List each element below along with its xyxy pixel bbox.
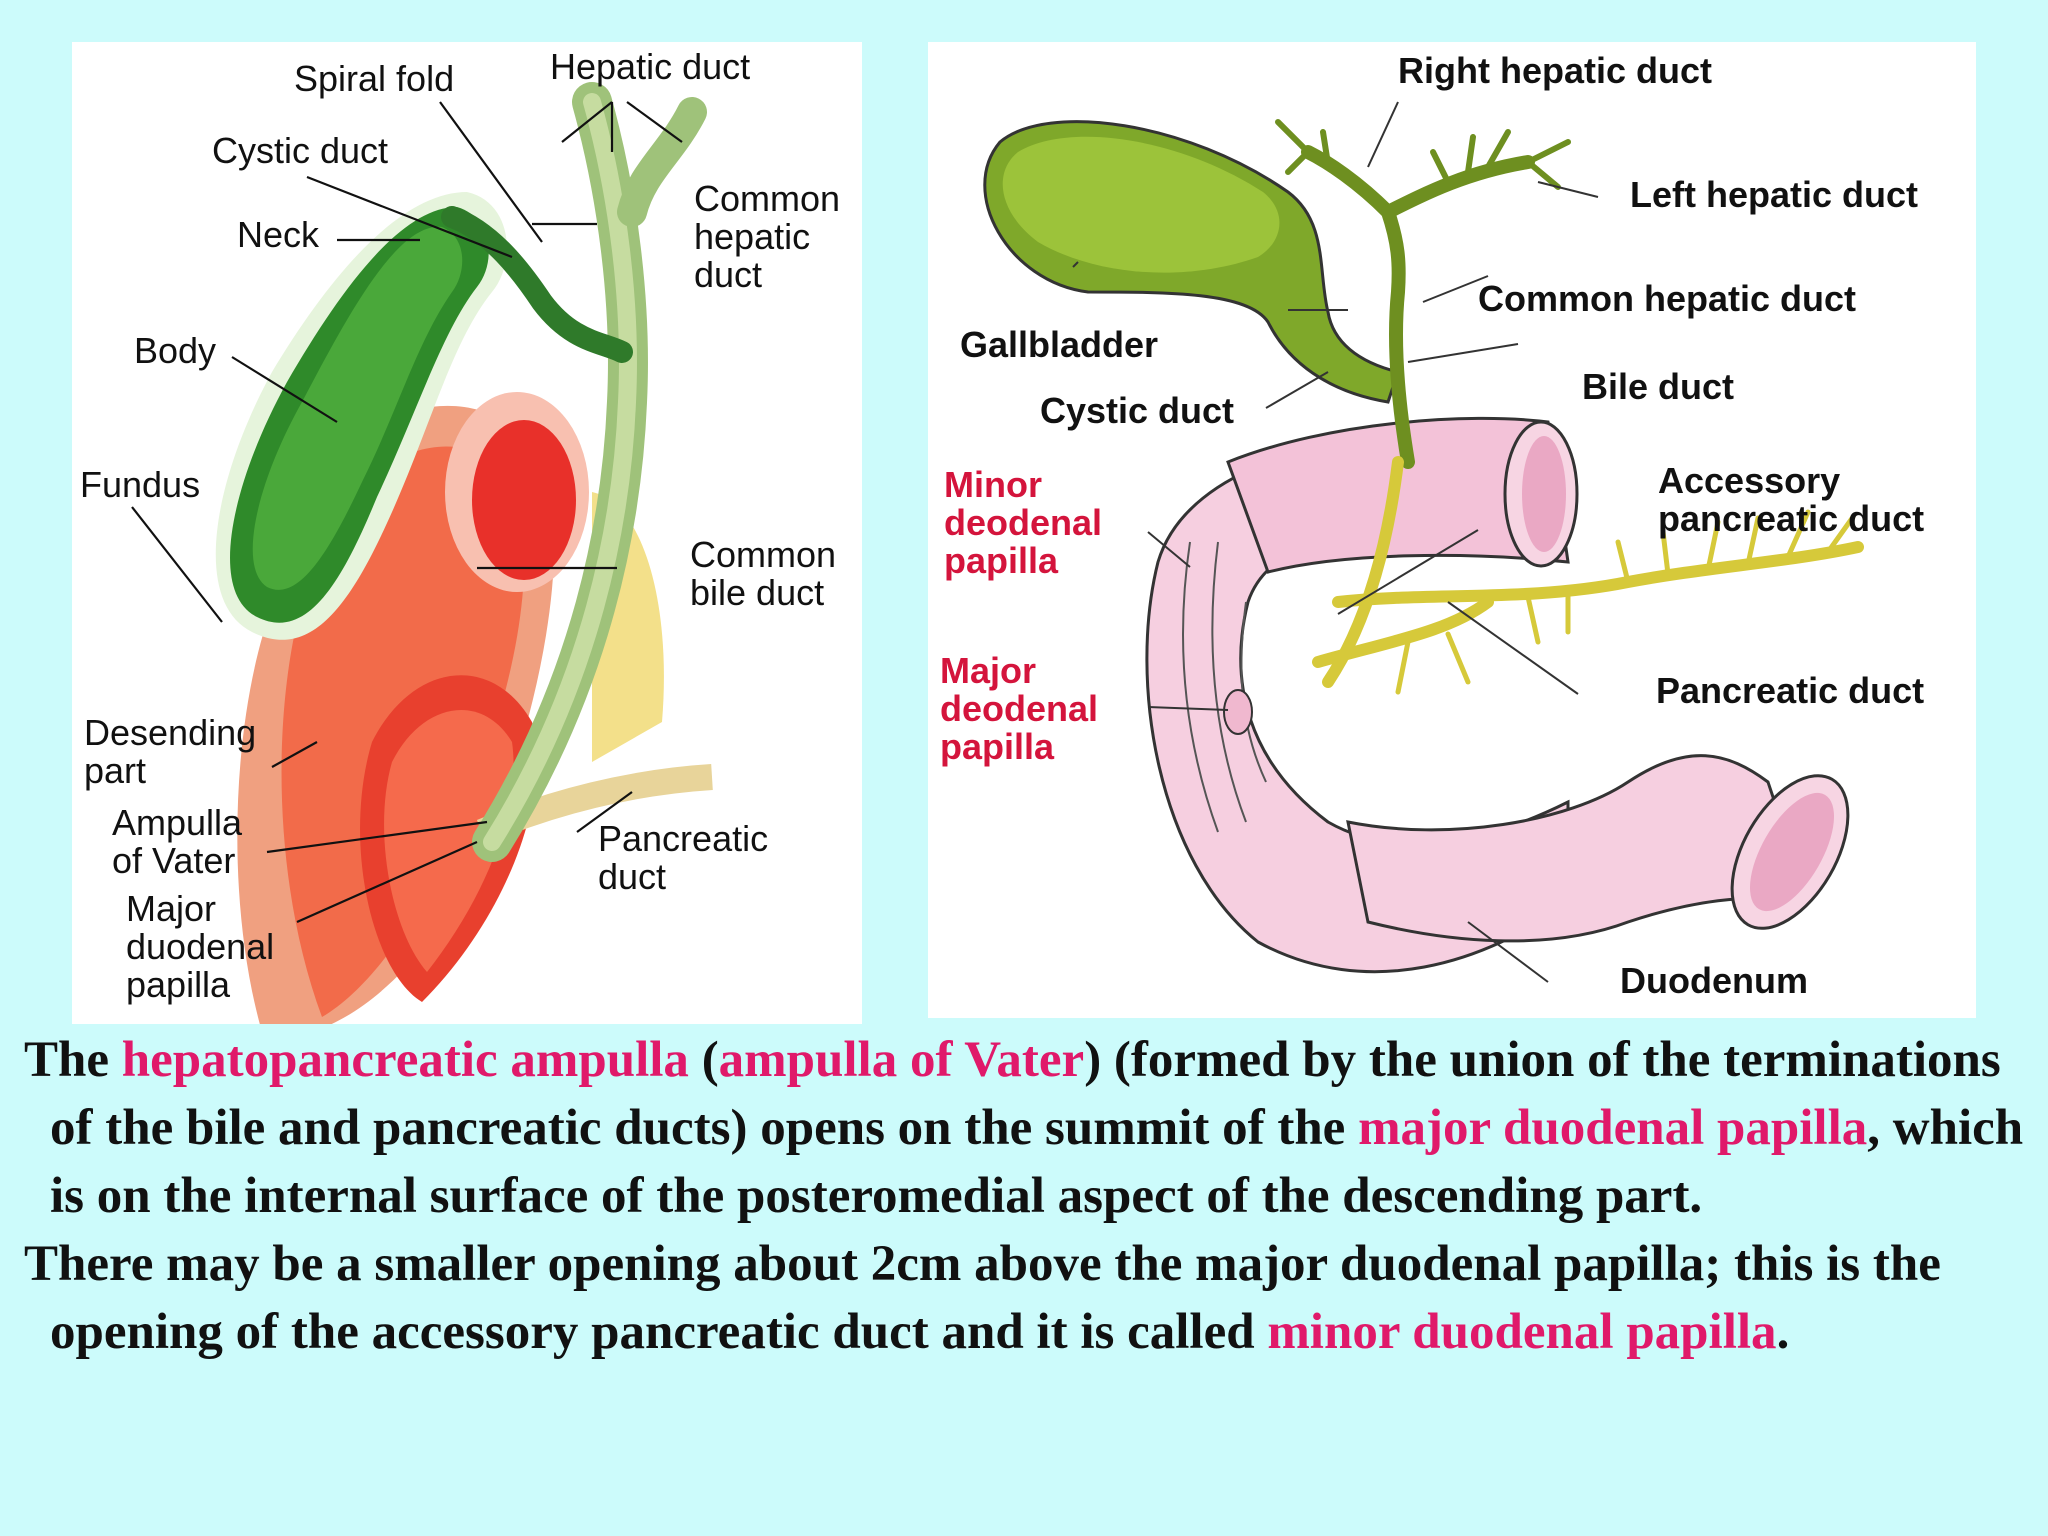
left-anatomy-figure: Spiral fold Hepatic duct Cystic duct Com… xyxy=(72,42,862,1024)
label-bile-duct: Bile duct xyxy=(1582,366,1735,407)
label-cystic-duct-right: Cystic duct xyxy=(1040,390,1235,431)
caption-text-run: The xyxy=(24,1032,122,1088)
label-major-duodenal-papilla: Major duodenal papilla xyxy=(126,888,275,1005)
caption-text-run: There may be a smaller opening about 2cm… xyxy=(24,1236,1941,1360)
label-pancreatic-duct-right: Pancreatic duct xyxy=(1656,670,1925,711)
label-common-hepatic-duct-right: Common hepatic duct xyxy=(1478,278,1857,319)
label-left-hepatic-duct: Left hepatic duct xyxy=(1630,174,1919,215)
right-anatomy-figure: Right hepatic duct Left hepatic duct Com… xyxy=(928,42,1976,1018)
term-hepatopancreatic-ampulla: hepatopancreatic ampulla xyxy=(121,1032,689,1088)
term-major-duodenal-papilla: major duodenal papilla xyxy=(1358,1100,1868,1156)
label-body: Body xyxy=(134,330,217,371)
label-pancreatic-duct-left: Pancreatic duct xyxy=(598,818,769,897)
left-anatomy-illustration xyxy=(131,82,713,1024)
label-fundus: Fundus xyxy=(80,464,201,505)
label-accessory-pancreatic-duct: Accessory pancreatic duct xyxy=(1658,460,1925,539)
label-common-hepatic-duct: Common hepatic duct xyxy=(694,178,841,295)
label-gallbladder: Gallbladder xyxy=(960,324,1159,365)
caption-text-run: , which is on the internal surface of th… xyxy=(50,1100,2024,1224)
caption-text-run: . xyxy=(1776,1304,1790,1360)
right-anatomy-illustration xyxy=(983,101,1864,983)
caption-text-run: ) (formed by the union of the terminatio… xyxy=(50,1032,2001,1156)
term-minor-duodenal-papilla: minor duodenal papilla xyxy=(1267,1304,1777,1360)
caption-paragraph-2: There may be a smaller opening about 2cm… xyxy=(24,1230,2034,1366)
label-neck: Neck xyxy=(237,214,320,255)
label-cystic-duct: Cystic duct xyxy=(212,130,389,171)
label-common-bile-duct: Common bile duct xyxy=(690,534,837,613)
label-hepatic-duct: Hepatic duct xyxy=(550,46,751,87)
label-minor-papilla: Minor deodenal papilla xyxy=(944,464,1103,581)
caption-paragraph-1: The hepatopancreatic ampulla (ampulla of… xyxy=(24,1026,2034,1230)
label-right-hepatic-duct: Right hepatic duct xyxy=(1398,50,1712,91)
term-ampulla-of-vater: ampulla of Vater xyxy=(718,1032,1085,1088)
caption-text: The hepatopancreatic ampulla (ampulla of… xyxy=(24,1026,2034,1366)
label-descending-part: Desending part xyxy=(84,712,257,791)
label-duodenum: Duodenum xyxy=(1620,960,1808,1001)
label-major-papilla: Major deodenal papilla xyxy=(940,650,1099,767)
label-spiral-fold: Spiral fold xyxy=(294,58,455,99)
caption-text-run: ( xyxy=(688,1032,719,1088)
label-ampulla-of-vater: Ampulla of Vater xyxy=(112,802,243,881)
